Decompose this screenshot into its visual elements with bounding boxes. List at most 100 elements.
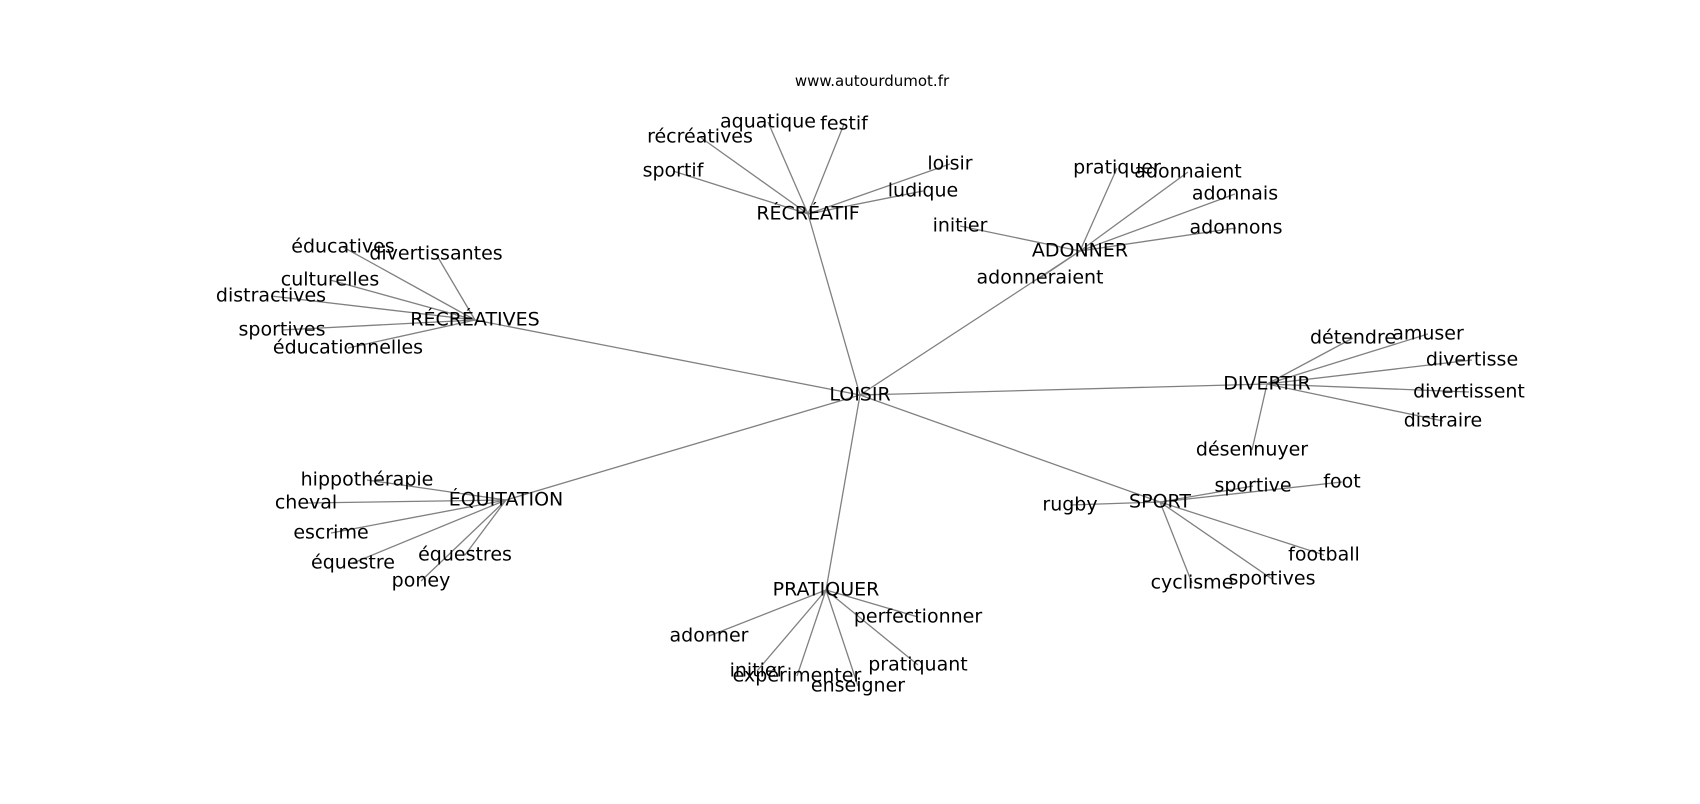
edge-cluster-to-leaf: [270, 295, 476, 321]
leaf-word-label[interactable]: équestres: [418, 544, 512, 566]
edge-cluster-to-leaf: [825, 589, 919, 618]
edge-cluster-to-leaf: [708, 589, 827, 637]
edge-cluster-to-leaf: [767, 121, 809, 215]
leaf-word-label[interactable]: désennuyer: [1196, 439, 1308, 461]
edge-cluster-to-leaf: [366, 479, 507, 501]
leaf-word-label[interactable]: enseigner: [811, 675, 905, 697]
edge-cluster-to-leaf: [699, 136, 809, 215]
leaf-word-label[interactable]: loisir: [927, 153, 972, 175]
leaf-word-label[interactable]: ludique: [888, 180, 958, 202]
edge-cluster-to-leaf: [347, 319, 476, 349]
leaf-word-label[interactable]: distraire: [1404, 410, 1483, 432]
edge-cluster-to-leaf: [352, 499, 507, 564]
leaf-word-label[interactable]: adonnaient: [1134, 161, 1242, 183]
cluster-word-label[interactable]: ÉQUITATION: [449, 488, 564, 511]
edge-cluster-to-leaf: [807, 163, 951, 215]
edge-cluster-to-leaf: [1266, 333, 1429, 385]
edge-cluster-to-leaf: [420, 499, 507, 582]
edge-cluster-to-leaf: [1159, 501, 1273, 580]
edge-cluster-to-leaf: [329, 279, 476, 321]
leaf-word-label[interactable]: rugby: [1042, 494, 1097, 516]
leaf-word-label[interactable]: cheval: [275, 492, 337, 514]
leaf-word-label[interactable]: éducationnelles: [273, 337, 423, 359]
edge-cluster-to-leaf: [1159, 485, 1254, 503]
edge-root-to-cluster: [807, 213, 861, 396]
leaf-word-label[interactable]: équestre: [311, 552, 395, 574]
edge-cluster-to-leaf: [1159, 501, 1325, 556]
edge-cluster-to-leaf: [330, 499, 507, 534]
edge-cluster-to-leaf: [1079, 171, 1189, 252]
leaf-word-label[interactable]: adonnons: [1190, 217, 1283, 239]
edge-cluster-to-leaf: [342, 246, 476, 321]
edge-cluster-to-leaf: [807, 190, 924, 215]
leaf-word-label[interactable]: éducatives: [291, 236, 394, 258]
leaf-word-label[interactable]: sportif: [643, 160, 705, 182]
edge-cluster-to-leaf: [1079, 227, 1237, 252]
leaf-word-label[interactable]: perfectionner: [854, 606, 983, 628]
leaf-word-label[interactable]: festif: [820, 113, 869, 135]
edge-root-to-cluster: [859, 383, 1268, 396]
leaf-word-label[interactable]: escrime: [293, 522, 368, 544]
edge-cluster-to-leaf: [1266, 383, 1470, 393]
edge-root-to-cluster: [505, 394, 861, 501]
leaf-word-label[interactable]: poney: [392, 570, 451, 592]
edge-cluster-to-leaf: [825, 589, 919, 666]
edge-cluster-to-leaf: [1251, 383, 1268, 451]
cluster-word-label[interactable]: ADONNER: [1032, 240, 1128, 262]
edge-cluster-to-leaf: [464, 499, 507, 556]
edge-cluster-to-leaf: [1266, 383, 1444, 422]
leaf-word-label[interactable]: pratiquer: [1073, 157, 1161, 179]
leaf-word-label[interactable]: adonneraient: [976, 267, 1103, 289]
edge-root-to-cluster: [859, 394, 1161, 503]
edge-cluster-to-leaf: [1079, 167, 1118, 252]
edge-cluster-to-leaf: [1266, 359, 1473, 385]
edge-cluster-to-leaf: [281, 319, 476, 331]
leaf-word-label[interactable]: sportives: [1229, 568, 1316, 590]
leaf-word-label[interactable]: sportive: [1214, 475, 1291, 497]
leaf-word-label[interactable]: hippothérapie: [301, 469, 434, 491]
edge-cluster-to-leaf: [756, 589, 827, 672]
edge-cluster-to-leaf: [1159, 501, 1193, 584]
edge-cluster-to-leaf: [672, 170, 809, 215]
edge-root-to-cluster: [825, 394, 861, 591]
edge-cluster-to-leaf: [807, 123, 845, 215]
leaf-word-label[interactable]: initier: [933, 215, 988, 237]
edges-layer: [270, 121, 1473, 687]
leaf-word-label[interactable]: cyclisme: [1151, 572, 1234, 594]
edge-cluster-to-leaf: [796, 589, 827, 677]
leaf-word-label[interactable]: pratiquant: [868, 654, 967, 676]
leaf-word-label[interactable]: adonner: [670, 625, 749, 647]
edge-cluster-to-leaf: [1266, 337, 1354, 385]
root-word-label[interactable]: LOISIR: [829, 384, 890, 406]
cluster-word-label[interactable]: SPORT: [1129, 491, 1191, 513]
leaf-word-label[interactable]: culturelles: [281, 269, 380, 291]
leaf-word-label[interactable]: initier: [730, 660, 785, 682]
edge-cluster-to-leaf: [435, 253, 476, 321]
cluster-word-label[interactable]: RÉCRÉATIVES: [410, 308, 539, 331]
edge-cluster-to-leaf: [1159, 481, 1343, 503]
leaf-word-label[interactable]: sportives: [239, 319, 326, 341]
leaf-word-label[interactable]: divertissent: [1413, 381, 1525, 403]
leaf-word-label[interactable]: football: [1288, 544, 1360, 566]
edge-cluster-to-leaf: [1079, 193, 1236, 252]
cluster-word-label[interactable]: RÉCRÉATIF: [756, 202, 859, 225]
leaf-word-label[interactable]: amuser: [1392, 323, 1464, 345]
leaf-word-label[interactable]: détendre: [1310, 327, 1396, 349]
leaf-word-label[interactable]: adonnais: [1192, 183, 1278, 205]
edge-cluster-to-leaf: [305, 499, 507, 504]
leaf-word-label[interactable]: divertisse: [1426, 349, 1518, 371]
edge-root-to-cluster: [474, 319, 861, 396]
leaf-word-label[interactable]: expérimenter: [733, 665, 862, 687]
edge-cluster-to-leaf: [1039, 250, 1081, 279]
leaf-word-label[interactable]: récréatives: [647, 126, 753, 148]
cluster-word-label[interactable]: DIVERTIR: [1223, 373, 1310, 395]
edge-cluster-to-leaf: [825, 589, 859, 687]
edge-cluster-to-leaf: [959, 225, 1081, 252]
leaf-word-label[interactable]: foot: [1323, 471, 1360, 493]
leaf-word-label[interactable]: aquatique: [720, 111, 816, 133]
cluster-word-label[interactable]: PRATIQUER: [773, 579, 880, 601]
leaf-word-label[interactable]: distractives: [216, 285, 326, 307]
leaf-word-label[interactable]: divertissantes: [369, 243, 502, 265]
